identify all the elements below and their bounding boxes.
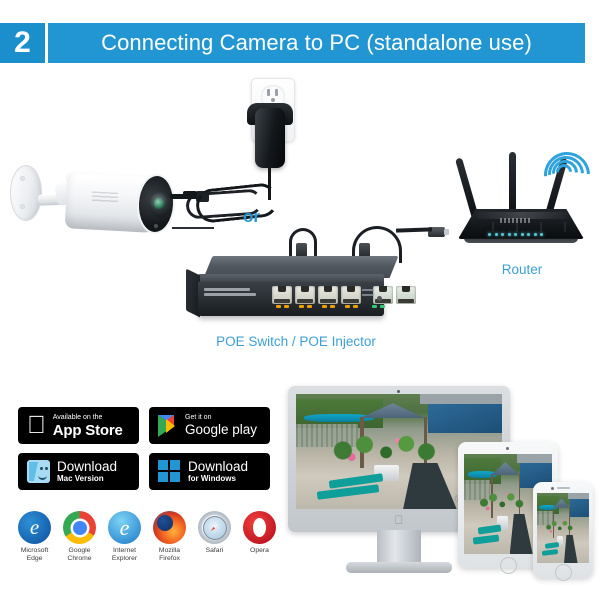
or-label: or <box>243 207 260 226</box>
rj45-plug-router <box>428 227 449 237</box>
browser-mozilla-firefox[interactable]: Mozilla Firefox <box>153 511 186 564</box>
mac-finder-icon <box>27 460 50 483</box>
browser-google-chrome[interactable]: Google Chrome <box>63 511 96 564</box>
firefox-label-line1: Mozilla <box>158 547 181 554</box>
google-play-badge-label: Google play <box>185 422 258 438</box>
edge-label-line2: Edge <box>26 555 43 563</box>
switch-reset-button[interactable] <box>377 296 382 301</box>
camera-brand-logo-icon <box>91 191 119 204</box>
cable-router-segment <box>395 227 433 233</box>
iphone-screen <box>537 493 589 563</box>
browser-safari[interactable]: Safari <box>198 511 231 564</box>
switch-front-panel <box>198 282 416 316</box>
google-play-badge-small: Get it on <box>185 414 212 422</box>
page-title: Connecting Camera to PC (standalone use) <box>101 30 532 55</box>
step-number-box: 2 <box>0 23 45 63</box>
app-store-badge[interactable]:  Available on the App Store <box>18 407 139 444</box>
iphone-home-button[interactable] <box>555 564 572 581</box>
supported-browsers: e Microsoft Edge Google Chrome e Interne… <box>18 511 276 564</box>
iphone-display <box>533 482 593 581</box>
google-play-icon <box>158 414 178 437</box>
imac-stand-foot <box>346 562 452 573</box>
router-base <box>464 238 578 243</box>
power-cord-dc-tip <box>183 191 197 199</box>
outlet-socket-top <box>261 85 285 107</box>
chrome-label-line1: Google <box>68 547 91 554</box>
poe-port-2 <box>295 286 315 304</box>
internet-explorer-icon: e <box>108 511 141 544</box>
browser-internet-explorer[interactable]: e Internet Explorer <box>108 511 141 564</box>
apple-icon:  <box>395 513 404 527</box>
switch-top-face <box>198 274 384 284</box>
ipad-camera-icon <box>506 447 509 450</box>
router-led-row <box>488 233 543 236</box>
wifi-router <box>455 142 600 252</box>
edge-icon: e <box>18 511 51 544</box>
download-windows-badge[interactable]: Download for Windows <box>149 453 270 490</box>
poe-port-4 <box>341 286 361 304</box>
edge-label-line1: Microsoft <box>20 547 49 554</box>
camera-ethernet-pigtail <box>172 227 214 229</box>
power-adapter-body <box>255 108 285 168</box>
firefox-label-line2: Firefox <box>159 555 180 563</box>
step-number: 2 <box>14 26 31 59</box>
switch-indicator-labels <box>362 289 374 299</box>
switch-silkscreen-label <box>204 288 256 298</box>
download-windows-sub: for Windows <box>188 474 236 484</box>
iphone-camera-icon <box>551 486 554 490</box>
poe-port-3 <box>318 286 338 304</box>
router-top-glare <box>476 212 568 219</box>
ipad-home-button[interactable] <box>500 557 517 574</box>
camera-power-plug <box>196 191 209 202</box>
app-store-badge-small: Available on the <box>34 413 103 421</box>
step-header: 2 Connecting Camera to PC (standalone us… <box>0 23 585 63</box>
ie-label-line1: Internet <box>112 547 137 554</box>
ie-label-line2: Explorer <box>111 555 138 563</box>
camera-lens-icon <box>149 191 171 217</box>
camera-status-led <box>154 224 158 228</box>
iphone-speaker <box>557 487 570 489</box>
chrome-label-line2: Chrome <box>67 555 92 563</box>
uplink-port-1 <box>373 286 393 304</box>
browser-opera[interactable]: Opera <box>243 511 276 564</box>
camera-feed-scene-iphone <box>537 493 589 563</box>
app-store-badge-label: App Store <box>34 421 123 439</box>
safari-icon <box>198 511 231 544</box>
header-divider <box>45 23 48 63</box>
opera-icon <box>243 511 276 544</box>
router-caption: Router <box>501 262 543 277</box>
power-cord-vertical <box>268 166 271 200</box>
router-brand-logo-icon <box>500 218 532 223</box>
imac-stand-neck <box>377 530 421 564</box>
download-windows-label: Download <box>188 458 249 474</box>
router-vent-grooves <box>470 222 574 232</box>
poe-port-1 <box>272 286 292 304</box>
router-antenna-center <box>509 152 516 218</box>
download-mac-badge[interactable]: Download Mac Version <box>18 453 139 490</box>
safari-label-line1: Safari <box>205 547 224 554</box>
apple-icon:  <box>27 413 46 438</box>
google-play-badge[interactable]: Get it on Google play <box>149 407 270 444</box>
uplink-port-2 <box>396 286 416 304</box>
download-mac-label: Download <box>57 458 118 474</box>
switch-port-bank <box>272 286 416 304</box>
bullet-ip-camera <box>4 150 214 255</box>
wifi-signal-icon <box>534 142 600 208</box>
poe-switch <box>186 256 416 324</box>
download-mac-sub: Mac Version <box>57 474 104 484</box>
poe-switch-caption: POE Switch / POE Injector <box>216 334 376 349</box>
imac-webcam-icon <box>397 389 400 393</box>
windows-icon <box>158 460 181 483</box>
cable-switch-to-router <box>352 226 402 263</box>
browser-microsoft-edge[interactable]: e Microsoft Edge <box>18 511 51 564</box>
step-title-bar: Connecting Camera to PC (standalone use) <box>48 23 585 63</box>
camera-wall-mount <box>10 165 42 221</box>
firefox-icon <box>153 511 186 544</box>
chrome-icon <box>63 511 96 544</box>
download-badges:  Available on the App Store Get it on G… <box>18 407 270 499</box>
opera-label-line1: Opera <box>250 547 269 554</box>
imac-chin:  <box>296 512 502 527</box>
device-mockups: 6/26/2019  <box>288 386 600 582</box>
cable-camera-to-switch <box>289 228 317 263</box>
